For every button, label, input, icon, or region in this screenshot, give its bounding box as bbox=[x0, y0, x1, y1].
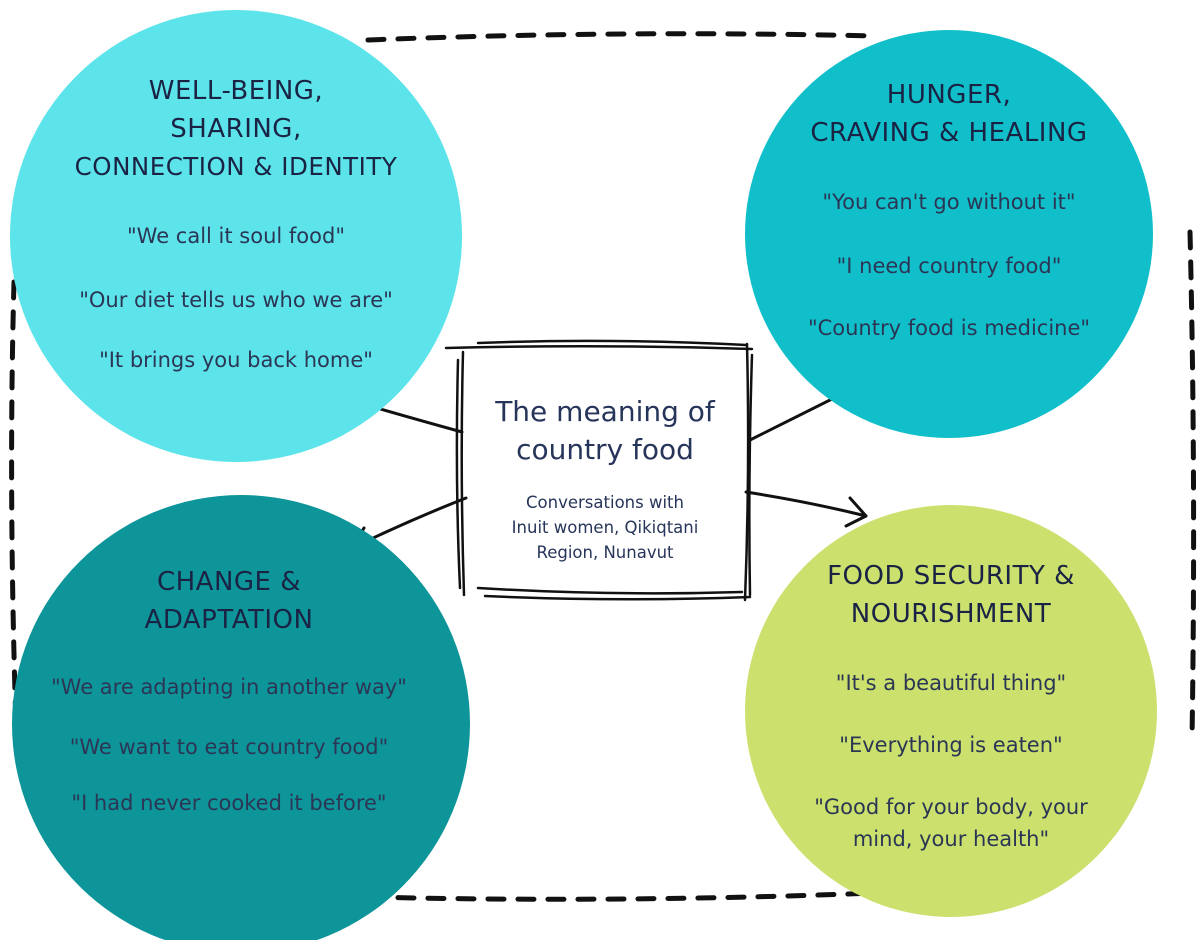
center-title-line: The meaning of bbox=[495, 395, 715, 428]
theme-circle-security: FOOD SECURITY & NOURISHMENT "It's a beau… bbox=[745, 505, 1157, 917]
quote: "I had never cooked it before" bbox=[71, 791, 387, 815]
theme-title-line: FOOD SECURITY & bbox=[827, 561, 1075, 591]
theme-title-hunger: HUNGER, CRAVING & HEALING bbox=[745, 76, 1153, 152]
center-subtitle-line: Region, Nunavut bbox=[536, 543, 674, 562]
center-subtitle-line: Inuit women, Qikiqtani bbox=[511, 518, 699, 537]
theme-title-line: NOURISHMENT bbox=[850, 599, 1052, 629]
frame-right-edge bbox=[1187, 229, 1197, 743]
theme-circle-change: CHANGE & ADAPTATION "We are adapting in … bbox=[12, 495, 470, 940]
quote: mind, your health" bbox=[852, 827, 1050, 851]
theme-title-line: CRAVING & HEALING bbox=[810, 118, 1088, 148]
center-box-text: The meaning of country food Conversation… bbox=[460, 345, 750, 595]
quote: "It brings you back home" bbox=[99, 348, 373, 372]
frame-bottom-edge bbox=[365, 890, 878, 902]
quote: "I need country food" bbox=[836, 254, 1062, 278]
quote: "We want to eat country food" bbox=[69, 735, 389, 759]
center-subtitle: Conversations with Inuit women, Qikiqtan… bbox=[460, 490, 750, 565]
theme-title-line: ADAPTATION bbox=[144, 605, 314, 635]
theme-title-line: SHARING, bbox=[170, 114, 302, 144]
theme-title-line: WELL-BEING, bbox=[148, 76, 324, 106]
dashed-frame bbox=[9, 31, 1197, 902]
theme-circle-wellbeing: WELL-BEING, SHARING, CONNECTION & IDENTI… bbox=[10, 10, 462, 462]
quote: "Good for your body, your bbox=[814, 795, 1088, 819]
theme-title-wellbeing: WELL-BEING, SHARING, CONNECTION & IDENTI… bbox=[10, 72, 462, 186]
theme-title-change: CHANGE & ADAPTATION bbox=[0, 563, 458, 639]
theme-title-line: CHANGE & bbox=[156, 567, 302, 597]
quote: "We call it soul food" bbox=[127, 224, 345, 248]
theme-title-line: HUNGER, bbox=[886, 80, 1012, 110]
quote: "Our diet tells us who we are" bbox=[79, 288, 393, 312]
center-title: The meaning of country food bbox=[460, 393, 750, 469]
arrow-to-security bbox=[744, 490, 868, 528]
quote: "Everything is eaten" bbox=[839, 733, 1063, 757]
quote: "It's a beautiful thing" bbox=[835, 671, 1067, 695]
theme-title-line: CONNECTION & IDENTITY bbox=[74, 152, 398, 181]
quote: "We are adapting in another way" bbox=[51, 675, 407, 699]
theme-circle-hunger: HUNGER, CRAVING & HEALING "You can't go … bbox=[745, 30, 1153, 438]
frame-top-edge bbox=[365, 31, 878, 43]
center-title-line: country food bbox=[516, 433, 694, 466]
theme-title-security: FOOD SECURITY & NOURISHMENT bbox=[745, 557, 1157, 633]
quote: "Country food is medicine" bbox=[807, 316, 1091, 340]
quote: "You can't go without it" bbox=[822, 190, 1076, 214]
center-subtitle-line: Conversations with bbox=[526, 493, 684, 512]
center-box bbox=[444, 339, 754, 602]
